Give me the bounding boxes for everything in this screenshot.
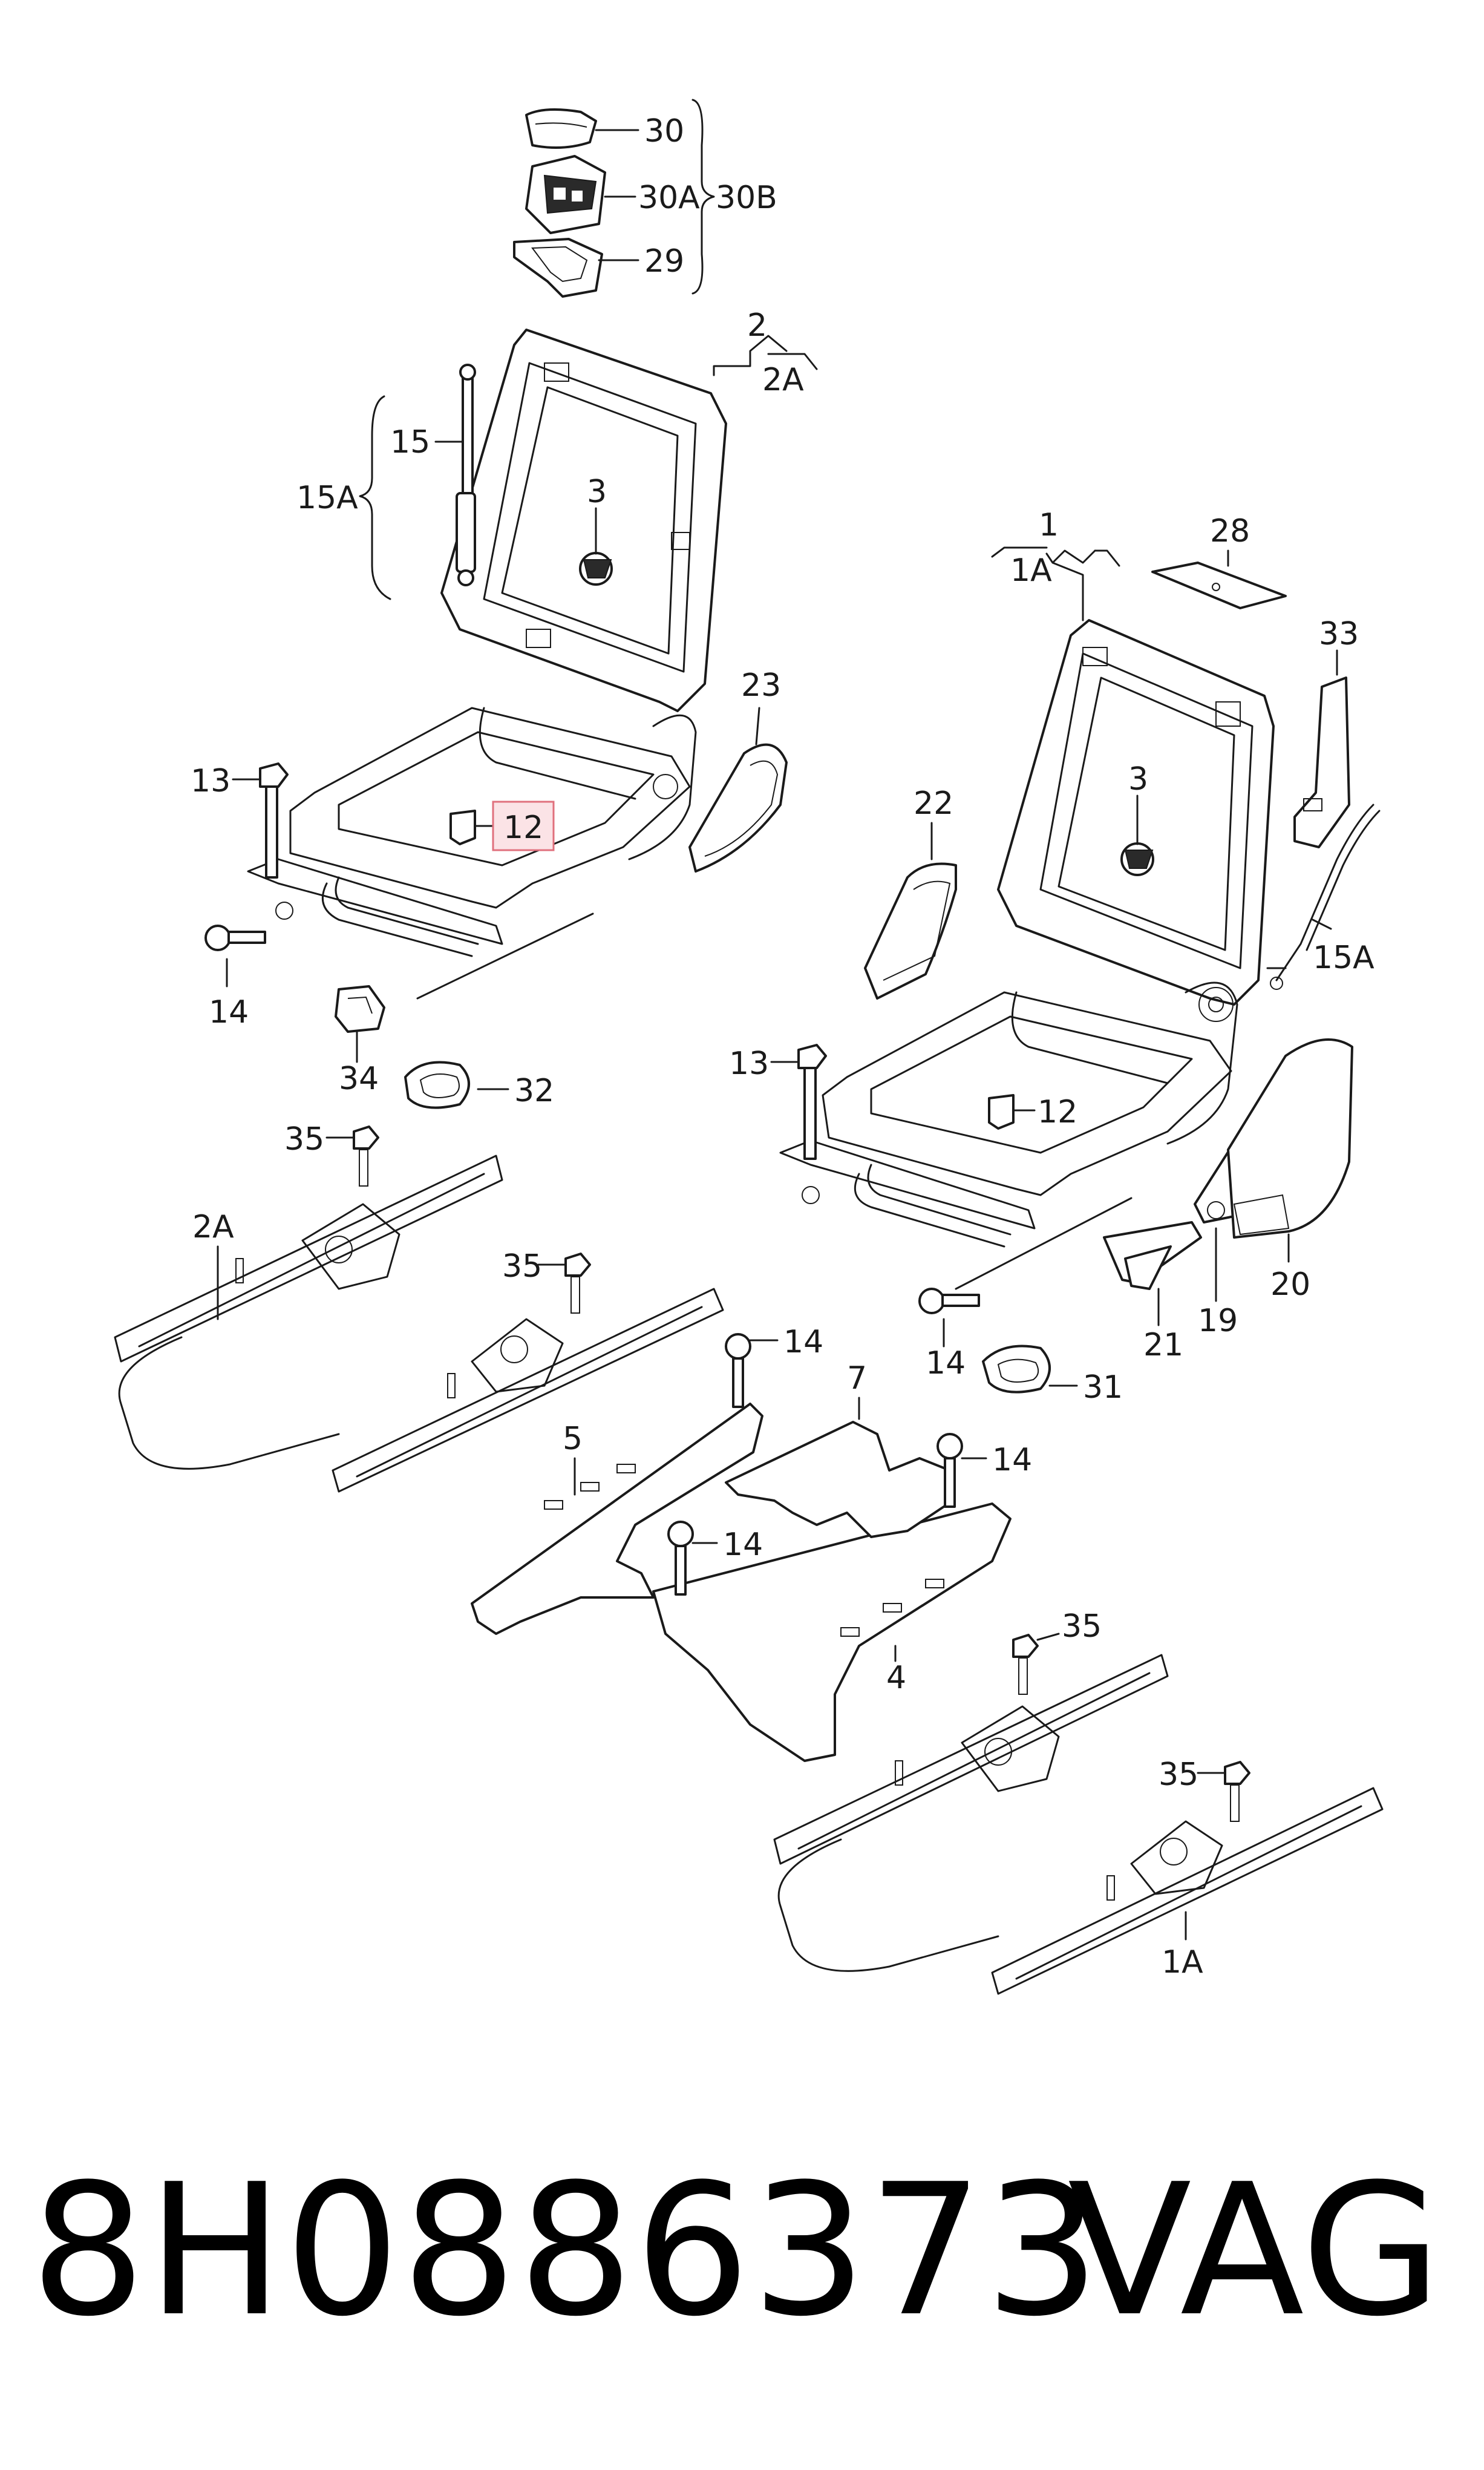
callout-1Ab: 1A (1162, 1944, 1203, 1980)
callout-14a: 14 (209, 994, 249, 1030)
leader-23 (755, 707, 760, 745)
callout-3a: 3 (587, 474, 607, 510)
callout-1A: 1A (1010, 552, 1052, 589)
brace-30B (691, 99, 715, 295)
callout-33: 33 (1319, 616, 1359, 652)
part-21-lever (1103, 1221, 1202, 1290)
callout-35a: 35 (284, 1121, 324, 1158)
brace-15A (359, 395, 391, 600)
callout-2: 2 (747, 307, 767, 344)
callout-31: 31 (1083, 1369, 1123, 1406)
rail-assembly-left (114, 1155, 724, 1493)
part-30-cap (525, 108, 597, 149)
callout-2A: 2A (762, 362, 804, 398)
callout-29: 29 (644, 243, 684, 280)
callout-12b: 12 (1038, 1094, 1077, 1130)
callout-35d: 35 (1159, 1757, 1198, 1793)
callout-35c: 35 (1062, 1608, 1102, 1645)
callout-15A: 15A (296, 480, 358, 516)
footer: 8H0886373 VAG (0, 2154, 1484, 2396)
callout-20: 20 (1270, 1266, 1310, 1303)
part-13-bolt-left (259, 762, 289, 879)
part-4-bracket (652, 1502, 1012, 1762)
part-33-cover (1293, 676, 1350, 848)
part-35-nut-c (1012, 1634, 1039, 1695)
highlight-box-12 (492, 801, 555, 851)
part-3-clip-left (579, 552, 613, 586)
part-35-nut-d (1224, 1761, 1250, 1822)
part-20-side-cover (1227, 1038, 1353, 1239)
callout-32: 32 (514, 1073, 554, 1109)
callout-35b: 35 (502, 1248, 542, 1285)
brand-name: VAG (1067, 2145, 1442, 2356)
part-35-nut-b (564, 1253, 591, 1314)
part-number: 8H0886373 (30, 2145, 1102, 2356)
callout-15: 15 (390, 424, 430, 460)
callout-13b: 13 (729, 1046, 769, 1082)
callout-21: 21 (1143, 1327, 1183, 1363)
part-29-bezel (513, 238, 603, 298)
callout-15Ab: 15A (1313, 940, 1374, 976)
part-5-bracket (471, 1403, 763, 1635)
callout-2Ab: 2A (192, 1209, 234, 1245)
part-14-bolt-right (918, 1288, 980, 1314)
bracket-2A (767, 353, 818, 370)
part-14-bolt-d (936, 1433, 963, 1508)
part-31-grommet (982, 1345, 1051, 1394)
bracket-1A-right (1094, 549, 1120, 567)
part-12-stopper-right (988, 1094, 1015, 1130)
part-22-side-panel (864, 862, 957, 1000)
bracket-1A-left (991, 546, 1048, 558)
leader-35c (1036, 1633, 1060, 1641)
leader-15Ab (1312, 919, 1332, 930)
bracket-2 (713, 335, 788, 376)
part-13-bolt-right (797, 1044, 827, 1160)
seat-frame-right (779, 619, 1275, 1290)
seat-frame-left (247, 329, 727, 1000)
callout-34: 34 (339, 1061, 379, 1097)
callout-30A: 30A (638, 180, 700, 216)
callout-14e: 14 (723, 1527, 763, 1563)
rail-assembly-right (773, 1654, 1384, 1995)
part-23-side-cover (688, 743, 788, 873)
callout-28: 28 (1210, 513, 1250, 549)
part-30A-guide (525, 155, 606, 234)
callout-7: 7 (847, 1360, 867, 1397)
callout-14d: 14 (992, 1442, 1032, 1478)
callout-3b: 3 (1128, 761, 1148, 798)
part-34-clip (335, 985, 385, 1033)
callout-4: 4 (886, 1660, 906, 1696)
part-15A-cable (1266, 804, 1381, 990)
callout-23: 23 (741, 667, 781, 704)
part-35-nut-a (353, 1125, 379, 1187)
callout-5: 5 (563, 1421, 583, 1457)
callout-13a: 13 (191, 763, 230, 799)
part-14-bolt-e (667, 1521, 694, 1596)
part-15-gas-strut (456, 364, 476, 586)
callout-12a: 12 (503, 810, 543, 846)
part-3-clip-right (1120, 842, 1154, 876)
callout-14c: 14 (783, 1324, 823, 1360)
callout-22: 22 (914, 785, 953, 822)
part-7-bracket (725, 1421, 954, 1538)
bracket-1 (1045, 549, 1096, 621)
callout-19: 19 (1198, 1303, 1238, 1339)
callout-30B: 30B (716, 180, 777, 216)
callout-1: 1 (1039, 507, 1059, 543)
part-12-stopper-left (449, 810, 476, 845)
callout-14b: 14 (926, 1345, 966, 1381)
part-28-pad (1151, 562, 1287, 609)
part-32-grommet (404, 1061, 470, 1109)
callout-30: 30 (644, 113, 684, 149)
part-14-bolt-left (204, 925, 266, 951)
part-14-bolt-c (725, 1333, 751, 1408)
